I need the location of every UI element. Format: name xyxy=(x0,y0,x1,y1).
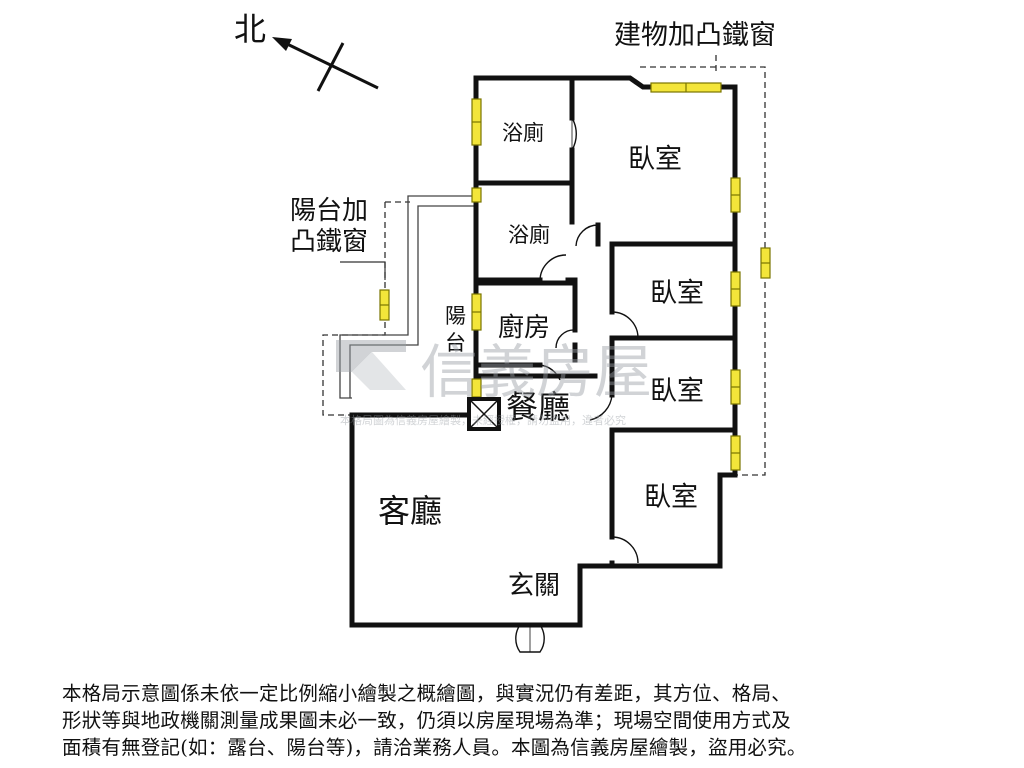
door-swing-icon xyxy=(539,254,567,281)
window xyxy=(471,187,482,203)
balcony-label-char2: 台 xyxy=(445,331,466,355)
door-swing-icon xyxy=(539,364,561,381)
bedroom-3-label: 臥室 xyxy=(650,376,704,407)
balcony-double-line xyxy=(339,195,476,399)
building-bay-window-outline xyxy=(640,55,766,476)
compass-crossbar xyxy=(316,42,345,92)
brand-watermark: 信義房屋 本格局圖為信義房屋繪製，未經授權，請勿盜用，違者必究 xyxy=(336,338,652,427)
watermark-brand-text: 信義房屋 xyxy=(420,338,652,406)
disclaimer-line-2: 形狀等與地政機關測量成果圖未必一致，仍須以房屋現場為準；現場空間使用方式及 xyxy=(62,709,791,732)
structural-column xyxy=(467,397,501,431)
balcony-leader-line xyxy=(340,261,386,280)
disclaimer: 本格局示意圖係未依一定比例縮小繪製之概繪圖，與實況仍有差距，其方位、格局、 形狀… xyxy=(62,680,982,761)
dining-label: 餐廳 xyxy=(506,388,570,426)
balcony-label-char1: 陽 xyxy=(445,304,466,328)
door-swing-icon xyxy=(575,224,599,247)
balcony-bay-window-outline xyxy=(322,201,410,416)
brand-logo-icon xyxy=(336,340,406,372)
room-labels: 浴廁 浴廁 臥室 臥室 臥室 臥室 廚房 陽 台 餐廳 客廳 玄關 xyxy=(378,121,704,601)
door-swing-icon xyxy=(589,394,613,421)
windows xyxy=(379,82,771,471)
bathroom-1-label: 浴廁 xyxy=(502,121,544,145)
disclaimer-line-3: 面積有無登記(如：露台、陽台等)，請洽業務人員。本圖為信義房屋繪製，盜用必究。 xyxy=(62,736,807,759)
walls xyxy=(349,75,738,628)
bedroom-2-label: 臥室 xyxy=(650,278,704,309)
floor-plan: 北 建物加凸鐵窗 陽台加 凸鐵窗 xyxy=(234,10,776,653)
arrowhead-icon xyxy=(272,37,292,51)
door-swing-icon xyxy=(611,536,639,564)
door-swing-icon xyxy=(571,117,577,151)
kitchen-label: 廚房 xyxy=(498,313,550,343)
door-swing-icon xyxy=(611,311,639,339)
door-swing-icon xyxy=(555,329,576,349)
watermark-tagline: 本格局圖為信義房屋繪製，未經授權，請勿盜用，違者必究 xyxy=(340,413,626,427)
compass: 北 xyxy=(234,10,379,92)
bedroom-1-label: 臥室 xyxy=(628,144,682,175)
balcony-bay-window-label-line1: 陽台加 xyxy=(290,196,368,226)
bedroom-4-label: 臥室 xyxy=(644,482,698,513)
bathroom-2-label: 浴廁 xyxy=(508,223,550,247)
building-bay-window-label: 建物加凸鐵窗 xyxy=(614,20,776,51)
balcony-bay-window-label-line2: 凸鐵窗 xyxy=(290,227,368,257)
north-label: 北 xyxy=(234,10,266,48)
doors xyxy=(515,117,639,653)
living-label: 客廳 xyxy=(378,492,442,530)
disclaimer-line-1: 本格局示意圖係未依一定比例縮小繪製之概繪圖，與實況仍有差距，其方位、格局、 xyxy=(62,682,791,705)
foyer-label: 玄關 xyxy=(508,571,560,601)
